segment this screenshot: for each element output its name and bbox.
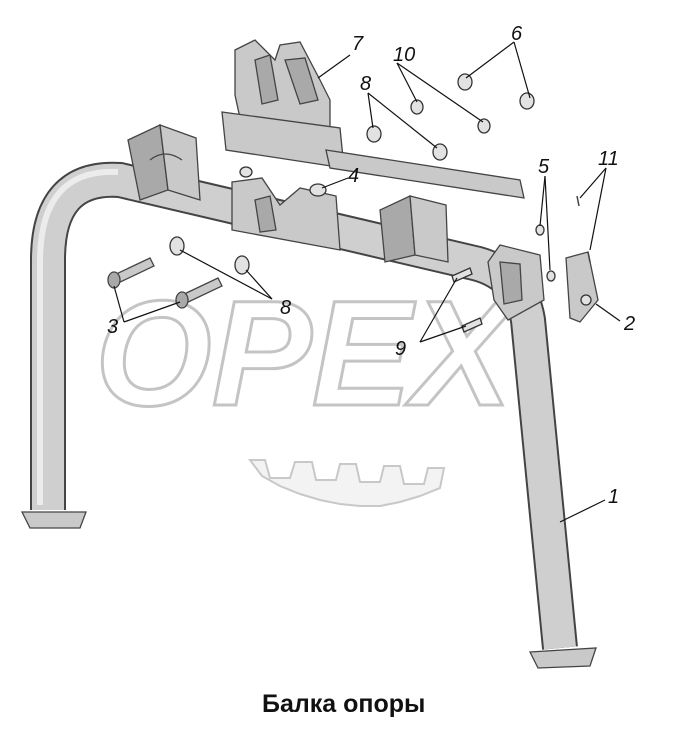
saddle-bracket-right [379, 195, 449, 263]
callout-10: 11 [598, 148, 619, 170]
bushing-part-6a [457, 73, 473, 91]
cotter-part-10a [576, 195, 580, 207]
callout-4: 4 [348, 165, 359, 187]
callout-3: 7 [352, 33, 364, 55]
pin-part-4 [309, 183, 327, 197]
leader-lines [113, 41, 621, 523]
callout-1: 1 [608, 486, 619, 508]
bolts-part-5 [107, 257, 223, 309]
washer-part-8b [234, 255, 250, 275]
watermark-text: OPEX [95, 269, 520, 437]
watermark-gear [248, 459, 446, 507]
callout-8-bottom: 8 [280, 297, 291, 319]
cotter-part-10b [587, 251, 591, 263]
callout-5: 3 [107, 316, 118, 338]
callout-8-top: 8 [360, 73, 371, 95]
washer-part-9a [410, 99, 424, 115]
clamp-lower-bracket [231, 177, 341, 251]
callout-11: 9 [395, 338, 406, 360]
diagram-caption: Балка опоры [262, 690, 425, 718]
washer-part-8c [366, 125, 382, 143]
pin-small [239, 166, 253, 178]
hinge-bracket [487, 244, 545, 321]
washer-part-9b [477, 118, 491, 134]
bushing-part-6b [519, 92, 535, 110]
callout-7: 5 [538, 156, 550, 178]
pin-part-7a [535, 224, 545, 236]
clamp-assembly-part-3 [221, 39, 525, 199]
callout-6: 6 [511, 23, 523, 45]
pin-part-7b [546, 270, 556, 282]
callout-2: 2 [623, 313, 635, 335]
callout-9: 10 [393, 44, 415, 66]
pin-part-11b [461, 317, 483, 333]
latch-part-2 [565, 251, 599, 323]
washer-part-8a [169, 236, 185, 256]
saddle-bracket-left [127, 124, 201, 201]
